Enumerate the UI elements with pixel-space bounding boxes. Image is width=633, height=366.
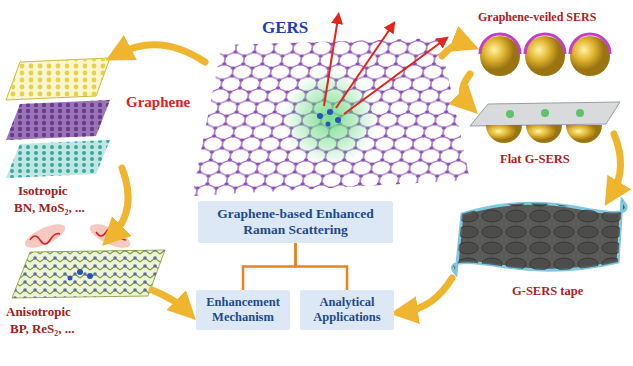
figure-label: Graphene	[126, 94, 190, 111]
process-box: Enhancement Mechanism	[196, 290, 290, 330]
figure-label: BN, MoS₂, ...	[14, 200, 85, 216]
box-text: Analytical Applications	[306, 295, 388, 325]
figure-label: Isotropic	[18, 183, 68, 199]
figure-label: Graphene-veiled SERS	[478, 10, 596, 25]
figure-label: BP, ReS₂, ...	[10, 321, 74, 337]
figure-label: Anisotropic	[6, 304, 71, 320]
bracket-connector	[243, 243, 296, 290]
box-text: Enhancement Mechanism	[202, 295, 284, 325]
process-box: Analytical Applications	[300, 290, 394, 330]
figure-label: Flat G-SERS	[500, 152, 570, 167]
bracket-connector	[296, 243, 348, 290]
figure-label: GERS	[262, 18, 308, 38]
figure-label: G-SERS tape	[512, 284, 583, 299]
box-text: Graphene-based Enhanced Raman Scattering	[204, 206, 387, 238]
process-box: Graphene-based Enhanced Raman Scattering	[198, 201, 393, 243]
